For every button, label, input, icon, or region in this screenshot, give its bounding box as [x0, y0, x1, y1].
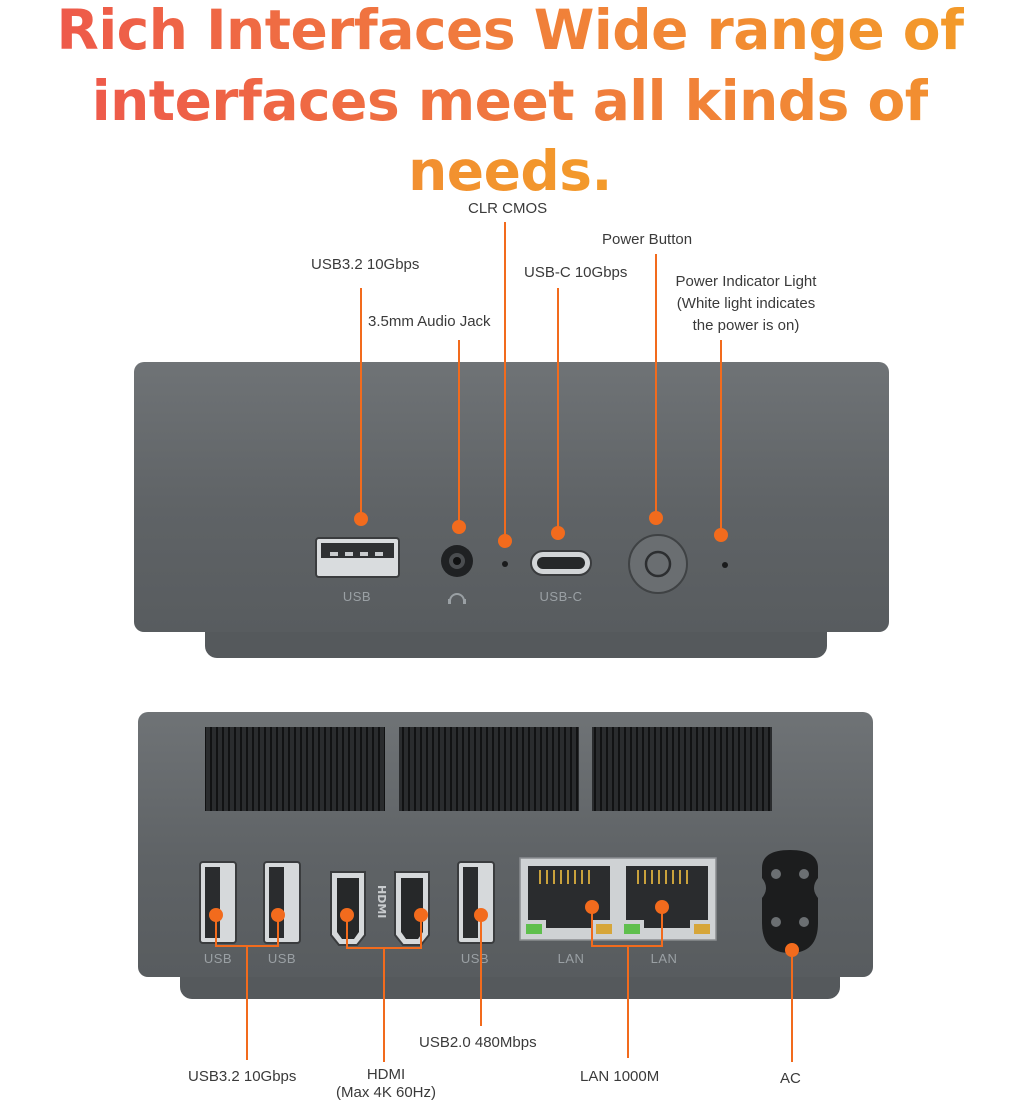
label-rear-hdmi-line1: HDMI: [366, 1066, 406, 1083]
front-leader-lines: [360, 222, 722, 541]
rear-leader-lines: [215, 907, 793, 1062]
rear-callout-dots: [209, 900, 799, 957]
rear-hdmi-logo: HDMI: [375, 885, 388, 918]
audio-jack-port: [441, 545, 473, 577]
label-rear-hdmi-line2: (Max 4K 60Hz): [335, 1084, 437, 1101]
power-button: [628, 534, 688, 594]
rear-vent-3: [592, 727, 772, 811]
caption-front-usb: USB: [342, 589, 372, 604]
front-callout-dots: [354, 511, 728, 548]
headline-line-1: Rich Interfaces Wide range of: [56, 0, 964, 62]
label-power-indicator: Power Indicator Light (White light indic…: [656, 271, 836, 337]
label-rear-ac: AC: [780, 1070, 801, 1087]
rear-ac-inlet: [762, 850, 818, 953]
label-rear-usb20: USB2.0 480Mbps: [419, 1034, 537, 1051]
rear-vent-1: [205, 727, 385, 811]
rear-vent-2: [399, 727, 579, 811]
front-device-body: [134, 362, 889, 632]
caption-rear-usb-1: USB: [203, 951, 233, 966]
label-rear-hdmi: HDMI (Max 4K 60Hz): [316, 1066, 456, 1102]
label-rear-usb32: USB3.2 10Gbps: [188, 1068, 297, 1085]
caption-rear-usb-2: USB: [267, 951, 297, 966]
label-clr-cmos: CLR CMOS: [468, 200, 548, 217]
label-rear-lan: LAN 1000M: [580, 1068, 660, 1085]
caption-rear-lan-2: LAN: [650, 951, 678, 966]
headphone-icon: [448, 593, 466, 604]
label-power-button: Power Button: [602, 231, 693, 248]
label-power-indicator-line3: the power is on): [692, 317, 800, 334]
headline-line-2: interfaces meet all kinds of needs.: [91, 69, 929, 203]
power-indicator-light: [722, 562, 728, 568]
rear-usb-port-2: [263, 861, 301, 944]
label-front-usbc: USB-C 10Gbps: [524, 264, 628, 281]
front-usbc-port: [530, 550, 592, 576]
label-power-indicator-line1: Power Indicator Light: [675, 273, 817, 290]
clr-cmos-hole: [502, 561, 508, 567]
rear-hdmi-port-2: [394, 871, 430, 946]
rear-usb-port-1: [199, 861, 237, 944]
caption-rear-lan-1: LAN: [557, 951, 585, 966]
front-usb-port: [315, 537, 400, 578]
label-front-usb32: USB3.2 10Gbps: [311, 256, 420, 273]
label-audio-jack: 3.5mm Audio Jack: [368, 313, 491, 330]
rear-lan-block: [519, 857, 717, 941]
caption-front-usbc: USB-C: [539, 589, 583, 604]
rear-usb-port-3: [457, 861, 495, 944]
label-power-indicator-line2: (White light indicates: [676, 295, 816, 312]
